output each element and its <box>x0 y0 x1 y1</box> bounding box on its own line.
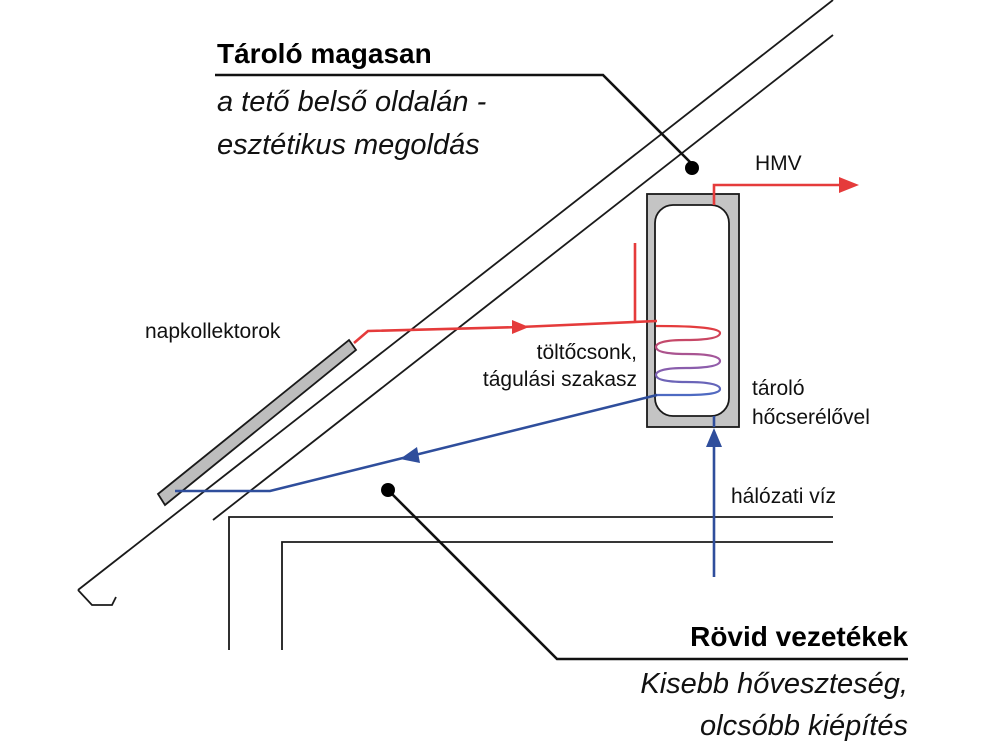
roof-eave <box>77 589 117 606</box>
top-callout-line1: a tető belső oldalán - <box>217 86 486 118</box>
bottom-callout-dot <box>381 483 395 497</box>
collector-flow-arrowhead <box>512 320 529 334</box>
bottom-callout-leader <box>387 489 908 661</box>
tank-label: tároló <box>752 377 805 400</box>
hmv-pipe <box>712 183 843 205</box>
fill-connection-label: töltőcsonk, <box>537 341 637 364</box>
inner-wall <box>281 541 833 650</box>
heat-exchanger-label: hőcserélővel <box>752 406 870 429</box>
collectors-label: napkollektorok <box>145 320 281 343</box>
hot-pipes <box>353 183 843 344</box>
heat-exchanger-coil <box>654 324 722 397</box>
hmv-arrowhead <box>839 177 859 193</box>
top-callout-line2: esztétikus megoldás <box>217 129 480 161</box>
bottom-callout-line1: Kisebb hőveszteség, <box>640 668 908 700</box>
building-outline <box>228 516 833 650</box>
storage-tank <box>646 193 740 428</box>
hmv-label: HMV <box>755 152 802 175</box>
return-arrowhead <box>400 447 420 463</box>
cold-pipes <box>175 393 716 577</box>
outer-wall <box>228 516 833 650</box>
solar-collector <box>156 338 358 507</box>
expansion-section-label: tágulási szakasz <box>483 368 637 391</box>
mains-arrowhead <box>706 428 722 447</box>
top-callout-leader <box>215 73 697 169</box>
mains-water-label: hálózati víz <box>731 485 836 508</box>
callout-leaders <box>215 73 908 661</box>
collector-return-pipe <box>175 393 658 493</box>
top-callout-dot <box>685 161 699 175</box>
top-callout-title: Tároló magasan <box>217 38 432 69</box>
roof-inner-line <box>212 34 834 521</box>
bottom-callout-title: Rövid vezetékek <box>690 621 908 652</box>
tank-inner <box>654 204 730 417</box>
bottom-callout-line2: olcsóbb kiépítés <box>700 710 908 742</box>
